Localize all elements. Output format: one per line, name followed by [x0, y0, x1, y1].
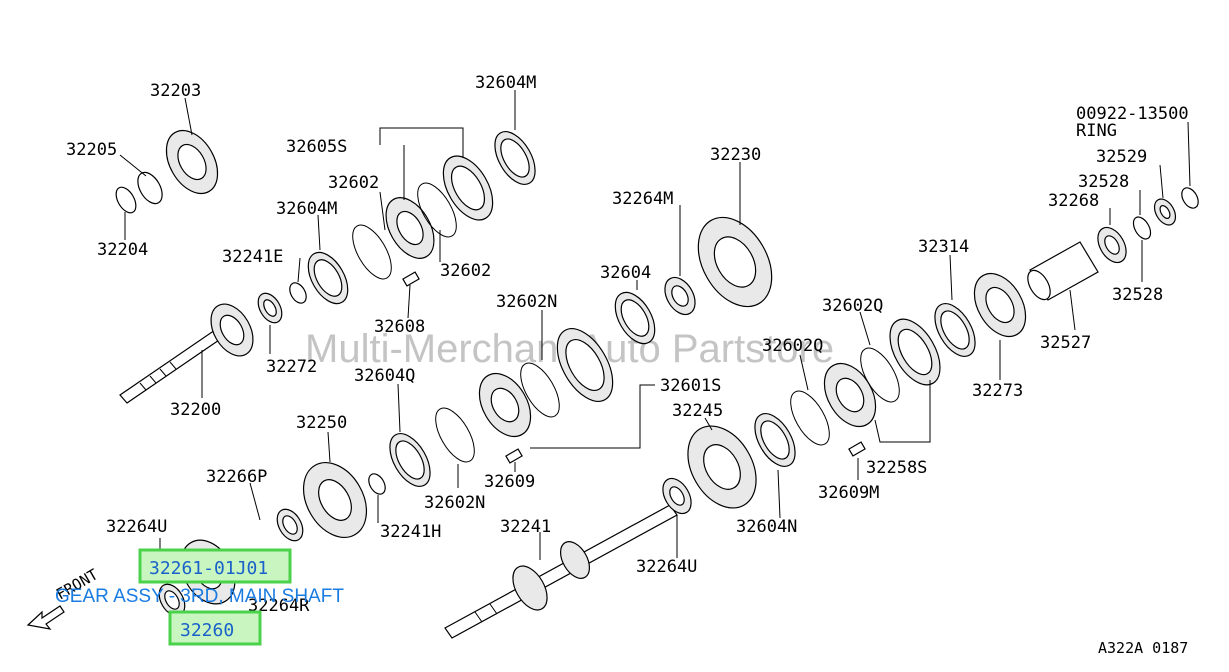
- label-32608[interactable]: 32608: [374, 317, 425, 337]
- coupling-sleeve-32601S[interactable]: [546, 319, 624, 410]
- baulk-ring-32314[interactable]: [927, 297, 984, 363]
- label-32602N-upper[interactable]: 32602N: [496, 292, 557, 312]
- highlight-description: GEAR ASSY - 3RD, MAIN SHAFT: [55, 586, 344, 607]
- label-32204[interactable]: 32204: [97, 240, 148, 260]
- label-32528-lower[interactable]: 32528: [1112, 285, 1163, 305]
- leader-lines: [119, 90, 1191, 580]
- label-32264U-upper[interactable]: 32264U: [106, 517, 167, 537]
- spring-32602-upper[interactable]: [345, 219, 399, 285]
- bearing-32272[interactable]: [253, 289, 286, 327]
- bearing-32273[interactable]: [964, 265, 1036, 346]
- label-32314[interactable]: 32314: [918, 237, 969, 257]
- spring-32602Q-upper[interactable]: [853, 342, 907, 408]
- label-32602Q-upper[interactable]: 32602Q: [822, 296, 883, 316]
- highlight-box-primary: [138, 548, 292, 584]
- label-32609M[interactable]: 32609M: [818, 483, 879, 503]
- label-32604Q[interactable]: 32604Q: [354, 366, 415, 386]
- key-32609[interactable]: [505, 448, 523, 464]
- label-32602Q-lower[interactable]: 32602Q: [762, 336, 823, 356]
- label-32264U-lower[interactable]: 32264U: [636, 557, 697, 577]
- label-32241E[interactable]: 32241E: [222, 247, 283, 267]
- label-32602-lower[interactable]: 32602: [440, 261, 491, 281]
- bearing-32264M[interactable]: [659, 272, 702, 320]
- baulk-ring-32604M-lower[interactable]: [300, 246, 356, 310]
- label-32200[interactable]: 32200: [170, 400, 221, 420]
- diagram-reference: A322A 0187: [1098, 639, 1188, 657]
- bearing-32203[interactable]: [156, 122, 228, 203]
- label-00922-13500[interactable]: 00922-13500: [1076, 104, 1189, 124]
- label-32245[interactable]: 32245: [672, 401, 723, 421]
- gear-32245[interactable]: [674, 414, 770, 520]
- label-32604N[interactable]: 32604N: [736, 517, 797, 537]
- main-shaft-32241[interactable]: [444, 504, 678, 639]
- label-32203[interactable]: 32203: [150, 81, 201, 101]
- bearing-32266P[interactable]: [272, 505, 308, 545]
- synchro-hub-32601[interactable]: [469, 365, 541, 446]
- label-32604M-upper[interactable]: 32604M: [475, 73, 536, 93]
- snap-ring-32204[interactable]: [112, 184, 140, 216]
- sleeve-32527[interactable]: [1023, 241, 1099, 303]
- part-labels: 32203 32205 32204 32604M 32605S 32602 32…: [66, 73, 1189, 616]
- washer-32528[interactable]: [1130, 214, 1154, 242]
- label-32205[interactable]: 32205: [66, 140, 117, 160]
- shaft-32200[interactable]: [119, 297, 262, 404]
- label-32264M[interactable]: 32264M: [612, 189, 673, 209]
- label-32605S[interactable]: 32605S: [286, 137, 347, 157]
- coupling-sleeve[interactable]: [433, 148, 503, 229]
- baulk-ring-32604Q[interactable]: [382, 427, 439, 493]
- label-32604[interactable]: 32604: [600, 263, 651, 283]
- highlight-box-secondary: [168, 610, 262, 646]
- label-32601S[interactable]: 32601S: [660, 376, 721, 396]
- baulk-ring-32604[interactable]: [607, 286, 663, 350]
- ring-32241E[interactable]: [286, 280, 309, 306]
- label-32527[interactable]: 32527: [1040, 333, 1091, 353]
- label-32230[interactable]: 32230: [710, 145, 761, 165]
- spring-32602Q-lower[interactable]: [783, 385, 837, 451]
- gear-32230[interactable]: [683, 204, 786, 319]
- label-32266P[interactable]: 32266P: [206, 467, 267, 487]
- highlight-secondary[interactable]: 32260: [168, 610, 262, 646]
- nut-32529[interactable]: [1150, 195, 1180, 228]
- label-32529[interactable]: 32529: [1096, 147, 1147, 167]
- label-32264R[interactable]: 32264R: [248, 596, 310, 616]
- label-32241[interactable]: 32241: [500, 517, 551, 537]
- baulk-ring-32604M-upper[interactable]: [487, 125, 544, 191]
- washer-32205[interactable]: [133, 168, 167, 207]
- label-32609[interactable]: 32609: [484, 472, 535, 492]
- spring-32602N-lower[interactable]: [428, 402, 482, 468]
- label-32602-upper[interactable]: 32602: [328, 173, 379, 193]
- label-32268[interactable]: 32268: [1048, 191, 1099, 211]
- key-32609M[interactable]: [848, 441, 866, 457]
- highlight-secondary-number[interactable]: 32260: [180, 620, 234, 641]
- bearing-32264U-lower[interactable]: [657, 474, 697, 519]
- ring-32241H[interactable]: [365, 471, 388, 497]
- highlight-primary[interactable]: 32261-01J01: [138, 548, 292, 584]
- label-32273[interactable]: 32273: [972, 381, 1023, 401]
- label-ring[interactable]: RING: [1076, 121, 1117, 141]
- spring-32602-lower[interactable]: [410, 177, 464, 243]
- synchro-hub-32605S[interactable]: [376, 189, 444, 266]
- gear-32250[interactable]: [291, 451, 379, 548]
- coupling-sleeve-32258[interactable]: [880, 311, 951, 393]
- label-32250[interactable]: 32250: [296, 413, 347, 433]
- highlight-part-number[interactable]: 32261-01J01: [149, 558, 268, 579]
- key-32608[interactable]: [402, 271, 420, 287]
- label-32241H[interactable]: 32241H: [380, 522, 441, 542]
- bearing-32268[interactable]: [1092, 223, 1132, 268]
- spring-32602N-upper[interactable]: [513, 357, 567, 423]
- label-32528-upper[interactable]: 32528: [1078, 172, 1129, 192]
- ring-00922-13500[interactable]: [1178, 185, 1201, 211]
- label-32602N-lower[interactable]: 32602N: [424, 493, 485, 513]
- label-32604M-lower[interactable]: 32604M: [276, 199, 337, 219]
- baulk-ring-32604N[interactable]: [747, 407, 804, 473]
- label-32272[interactable]: 32272: [266, 357, 317, 377]
- label-32258S[interactable]: 32258S: [866, 458, 927, 478]
